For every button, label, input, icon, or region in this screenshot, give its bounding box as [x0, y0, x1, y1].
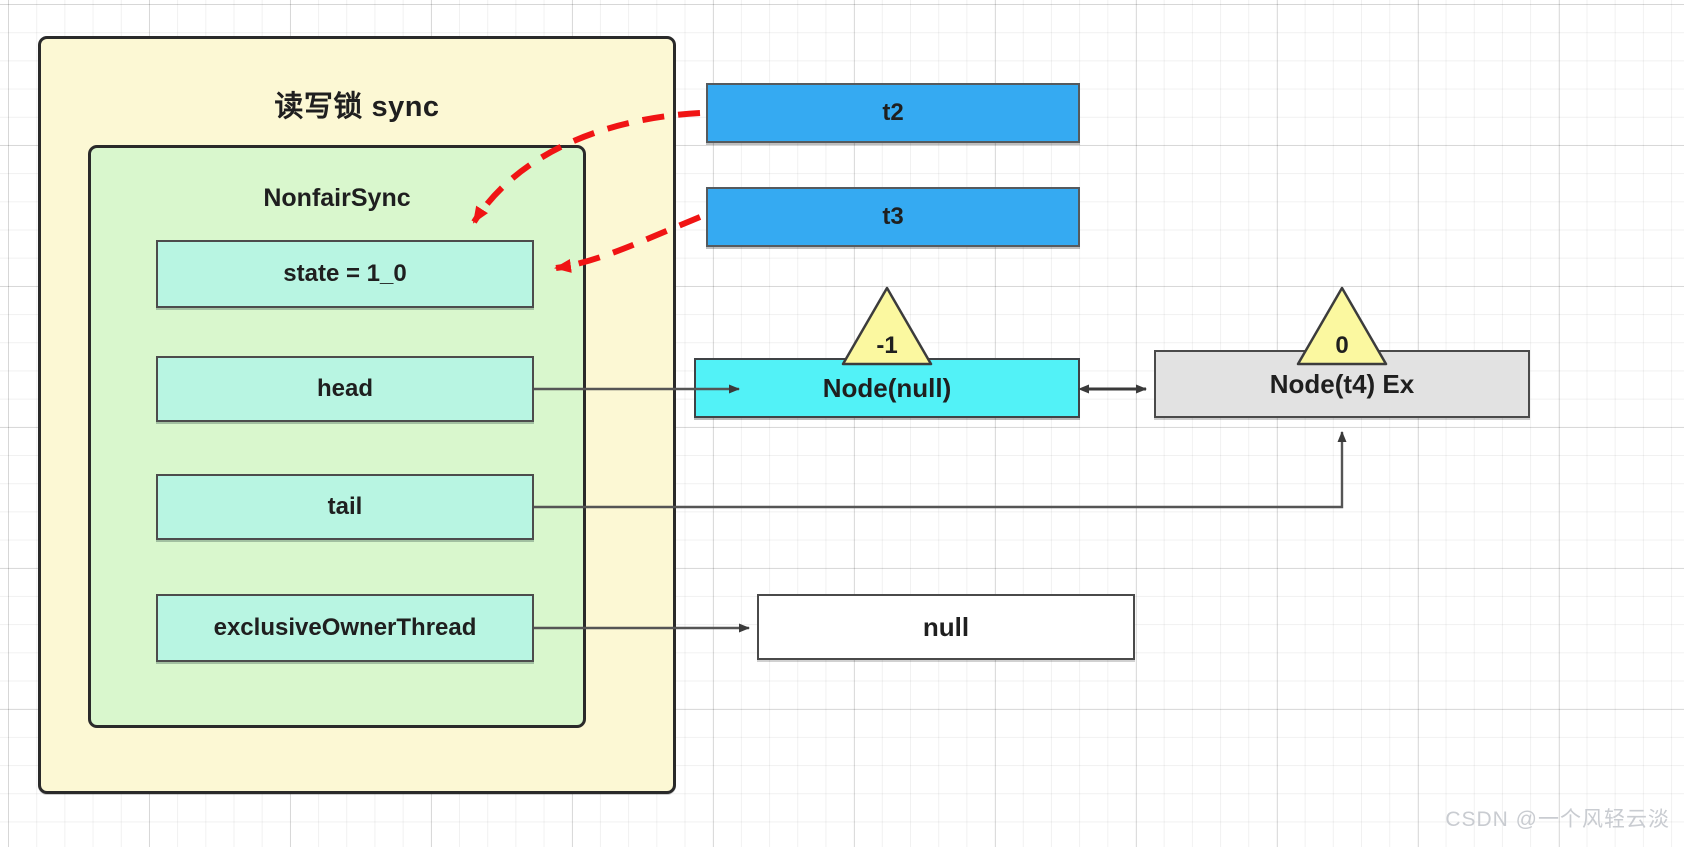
read-write-lock-sync-title: 读写锁 sync	[274, 91, 440, 123]
thread-box-t3: t3	[706, 187, 1080, 247]
wait-status-head-value: -1	[876, 332, 898, 359]
field-tail: tail	[156, 474, 534, 540]
field-exclusive-owner-thread-label: exclusiveOwnerThread	[213, 614, 477, 641]
watermark: CSDN @一个风轻云淡	[1445, 808, 1670, 831]
thread-label-t2: t2	[882, 99, 904, 126]
owner-null-label: null	[922, 611, 970, 642]
nonfair-sync-title: NonfairSync	[263, 184, 411, 212]
field-exclusive-owner-thread: exclusiveOwnerThread	[156, 594, 534, 662]
field-state-label: state = 1_0	[283, 260, 407, 287]
wait-status-badge-tail: 0	[1296, 286, 1388, 366]
thread-box-t2: t2	[706, 83, 1080, 143]
field-head: head	[156, 356, 534, 422]
triangle-icon	[841, 286, 933, 366]
field-state: state = 1_0	[156, 240, 534, 308]
queue-node-head: Node(null)	[694, 358, 1080, 418]
wait-status-badge-head: -1	[841, 286, 933, 366]
owner-null-box: null	[757, 594, 1135, 660]
field-head-label: head	[316, 375, 373, 402]
field-tail-label: tail	[327, 493, 363, 520]
triangle-icon	[1296, 286, 1388, 366]
queue-node-tail: Node(t4) Ex	[1154, 350, 1530, 418]
queue-node-head-label: Node(null)	[822, 372, 952, 403]
thread-label-t3: t3	[882, 203, 904, 230]
queue-node-tail-label: Node(t4) Ex	[1269, 368, 1415, 399]
wait-status-tail-value: 0	[1335, 332, 1349, 359]
